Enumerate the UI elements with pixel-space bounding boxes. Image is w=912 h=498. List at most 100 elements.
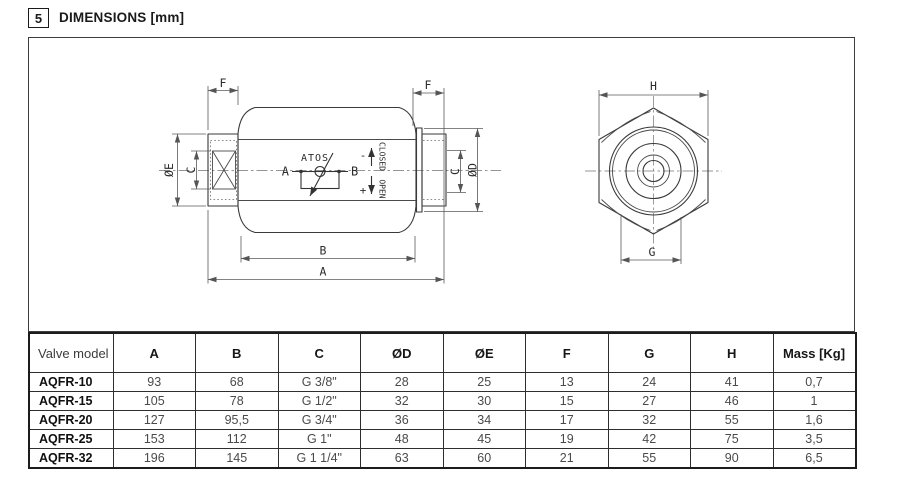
valve-model-cell: AQFR-25: [28, 429, 114, 449]
port-b-label: B: [351, 165, 358, 179]
value-cell: 41: [690, 372, 774, 392]
drawing-frame: ATOS A B - CLOSED + OPEN F F ØE: [28, 37, 855, 332]
value-cell: 15: [525, 391, 609, 411]
value-cell: 1,6: [772, 410, 856, 430]
value-cell: 60: [442, 448, 526, 469]
table-row: AQFR-10 93 68 G 3/8" 28 25 13 24 41 0,7: [28, 372, 856, 392]
value-cell: 0,7: [772, 372, 856, 392]
value-cell: 28: [360, 372, 444, 392]
dim-label-c-right: C: [448, 168, 462, 175]
value-cell: 36: [360, 410, 444, 430]
closed-label: CLOSED: [378, 142, 387, 171]
value-cell: G 1 1/4": [277, 448, 361, 469]
value-cell: 105: [112, 391, 196, 411]
value-cell: 30: [442, 391, 526, 411]
dim-label-b: B: [320, 244, 327, 258]
col-header-valve-model: Valve model: [28, 332, 114, 373]
section-number-box: 5: [28, 8, 49, 28]
col-header-h: H: [690, 332, 774, 373]
technical-drawing: ATOS A B - CLOSED + OPEN F F ØE: [159, 76, 722, 284]
value-cell: 34: [442, 410, 526, 430]
value-cell: 112: [195, 429, 279, 449]
valve-symbol: ATOS A B - CLOSED + OPEN: [282, 142, 387, 199]
col-header-b: B: [195, 332, 279, 373]
plus-label: +: [360, 184, 367, 197]
value-cell: 90: [690, 448, 774, 469]
value-cell: 13: [525, 372, 609, 392]
value-cell: 19: [525, 429, 609, 449]
dim-label-phi-e: ØE: [162, 163, 176, 177]
value-cell: 25: [442, 372, 526, 392]
col-header-c: C: [277, 332, 361, 373]
table-row: AQFR-20 127 95,5 G 3/4" 36 34 17 32 55 1…: [28, 410, 856, 430]
minus-label: -: [360, 149, 367, 162]
section-number: 5: [34, 10, 43, 26]
value-cell: 153: [112, 429, 196, 449]
value-cell: 1: [772, 391, 856, 411]
dim-label-c-left: C: [184, 166, 198, 173]
value-cell: 196: [112, 448, 196, 469]
dim-label-h: H: [650, 79, 657, 93]
value-cell: 3,5: [772, 429, 856, 449]
value-cell: G 1": [277, 429, 361, 449]
col-header-mass: Mass [Kg]: [772, 332, 856, 373]
col-header-phi-e: ØE: [442, 332, 526, 373]
table-row: AQFR-32 196 145 G 1 1/4" 63 60 21 55 90 …: [28, 448, 856, 469]
value-cell: 95,5: [195, 410, 279, 430]
value-cell: 46: [690, 391, 774, 411]
adjustment-arrow-icon: [309, 152, 334, 197]
right-port-stub: [421, 133, 447, 207]
brand-label: ATOS: [301, 153, 329, 164]
value-cell: 75: [690, 429, 774, 449]
value-cell: 17: [525, 410, 609, 430]
end-view: [585, 96, 722, 252]
dimensions-end-view: H G: [598, 79, 709, 264]
valve-model-cell: AQFR-15: [28, 391, 114, 411]
value-cell: 55: [607, 448, 691, 469]
dimensions-side-view: F F ØE C C ØD B A: [162, 76, 483, 284]
valve-model-cell: AQFR-20: [28, 410, 114, 430]
value-cell: 45: [442, 429, 526, 449]
dim-label-g: G: [649, 245, 656, 259]
port-a-label: A: [282, 165, 290, 179]
open-label: OPEN: [378, 179, 387, 198]
value-cell: 55: [690, 410, 774, 430]
value-cell: 21: [525, 448, 609, 469]
right-collar: [415, 127, 423, 213]
col-header-g: G: [607, 332, 691, 373]
col-header-f: F: [525, 332, 609, 373]
value-cell: 145: [195, 448, 279, 469]
valve-model-cell: AQFR-10: [28, 372, 114, 392]
valve-model-cell: AQFR-32: [28, 448, 114, 469]
value-cell: G 1/2": [277, 391, 361, 411]
side-view: [159, 106, 501, 234]
value-cell: 42: [607, 429, 691, 449]
page-title: DIMENSIONS [mm]: [59, 10, 185, 25]
value-cell: 68: [195, 372, 279, 392]
value-cell: G 3/4": [277, 410, 361, 430]
table-row: AQFR-25 153 112 G 1" 48 45 19 42 75 3,5: [28, 429, 856, 449]
col-header-phi-d: ØD: [360, 332, 444, 373]
value-cell: 93: [112, 372, 196, 392]
value-cell: 6,5: [772, 448, 856, 469]
value-cell: 27: [607, 391, 691, 411]
valve-body: [237, 106, 417, 234]
left-port-thread-box: [212, 150, 236, 190]
value-cell: 48: [360, 429, 444, 449]
dim-label-f-left: F: [220, 76, 227, 90]
value-cell: 78: [195, 391, 279, 411]
value-cell: 127: [112, 410, 196, 430]
dimensions-table: Valve model A B C ØD ØE F G H Mass [Kg] …: [28, 332, 857, 469]
ball-icon: [314, 165, 326, 178]
value-cell: 32: [360, 391, 444, 411]
value-cell: 24: [607, 372, 691, 392]
value-cell: 32: [607, 410, 691, 430]
dim-label-a: A: [320, 265, 327, 279]
value-cell: 63: [360, 448, 444, 469]
table-header-row: Valve model A B C ØD ØE F G H Mass [Kg]: [28, 332, 856, 373]
hex-nut-outline: [598, 107, 709, 235]
dim-label-phi-d: ØD: [466, 163, 480, 177]
col-header-a: A: [112, 332, 196, 373]
dim-label-f-right: F: [425, 78, 432, 92]
value-cell: G 3/8": [277, 372, 361, 392]
